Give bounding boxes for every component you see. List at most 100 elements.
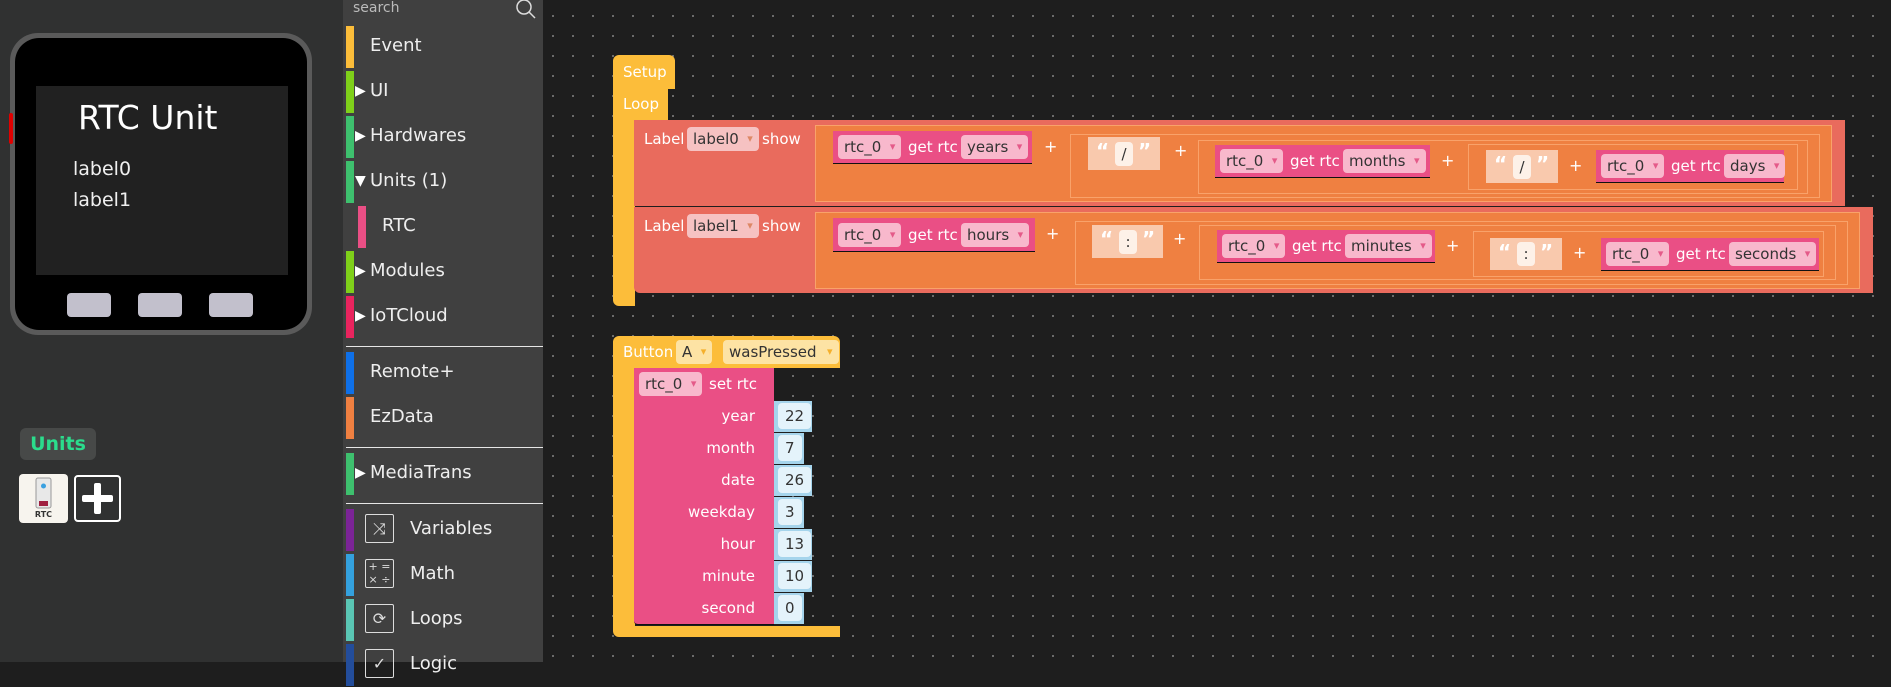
sidebar-item-math[interactable]: + =× ÷ Math — [343, 554, 543, 597]
rtc-field-dropdown[interactable]: seconds — [1729, 242, 1817, 266]
device-panel: RTC Unit label0 label1 Units RTC — [0, 0, 343, 662]
device-button-a[interactable] — [67, 293, 111, 317]
text-literal-input[interactable]: : — [1119, 230, 1137, 254]
device-button-c[interactable] — [209, 293, 253, 317]
rtc-object-dropdown[interactable]: rtc_0 — [838, 223, 902, 247]
sidebar-item-remote[interactable]: Remote+ — [343, 352, 543, 395]
text-literal-block[interactable]: “ / ” — [1088, 137, 1160, 170]
rtc-unit-tile[interactable]: RTC — [19, 474, 68, 523]
rtc-field-dropdown[interactable]: years — [961, 135, 1029, 159]
add-unit-button[interactable] — [74, 475, 121, 522]
rtc-unit-label: RTC — [34, 510, 53, 519]
sidebar-item-hardwares[interactable]: ▶ Hardwares — [343, 116, 543, 159]
sidebar-item-variables[interactable]: ⤨ Variables — [343, 509, 543, 552]
expand-arrow-icon: ▶ — [355, 128, 366, 144]
power-led — [9, 113, 13, 144]
number-input[interactable]: 22 — [778, 403, 812, 429]
screen-title[interactable]: RTC Unit — [78, 98, 218, 137]
number-block[interactable]: 22 — [774, 401, 812, 432]
rtc-set-block[interactable]: rtc_0 set rtc — [634, 368, 774, 625]
join-plus: + — [1044, 137, 1058, 156]
number-block[interactable]: 0 — [774, 593, 804, 624]
setup-block[interactable]: Setup — [613, 55, 675, 89]
sidebar-item-rtc[interactable]: RTC — [343, 206, 543, 249]
sidebar-item-event[interactable]: Event — [343, 26, 543, 69]
sidebar-divider — [346, 447, 543, 448]
expand-arrow-icon: ▶ — [355, 263, 366, 279]
sidebar-item-iotcloud[interactable]: ▶ IoTCloud — [343, 296, 543, 339]
join-plus: + — [1569, 156, 1583, 175]
rtc-field-dropdown[interactable]: minutes — [1345, 234, 1432, 258]
number-block[interactable]: 3 — [774, 497, 804, 528]
block-workspace[interactable] — [543, 0, 1891, 662]
rtc-get-block[interactable]: rtc_0 get rtc hours — [833, 218, 1035, 252]
join-plus: + — [1573, 243, 1587, 262]
screen-label1[interactable]: label1 — [73, 189, 132, 211]
rtc-unit-icon — [35, 477, 52, 509]
collapse-arrow-icon: ▼ — [355, 173, 366, 189]
rtc-field-dropdown[interactable]: months — [1343, 149, 1426, 173]
label-dropdown[interactable]: label0 — [687, 127, 759, 151]
join-plus: + — [1441, 151, 1455, 170]
sidebar-divider — [346, 346, 543, 347]
search-input[interactable]: search — [353, 0, 400, 16]
button-event-arm — [613, 366, 635, 626]
rtc-get-block[interactable]: rtc_0 get rtc days — [1596, 150, 1786, 183]
number-block[interactable]: 13 — [774, 529, 812, 560]
plus-icon — [82, 483, 113, 514]
screen-label0[interactable]: label0 — [73, 158, 132, 180]
set-rtc-field-label: weekday — [687, 503, 755, 521]
number-block[interactable]: 26 — [774, 465, 812, 496]
button-event-block[interactable]: Button A wasPressed — [613, 336, 840, 368]
expand-arrow-icon: ▶ — [355, 308, 366, 324]
rtc-field-dropdown[interactable]: days — [1724, 154, 1786, 178]
number-input[interactable]: 26 — [778, 467, 812, 493]
rtc-get-block[interactable]: rtc_0 get rtc minutes — [1217, 230, 1435, 263]
event-dropdown[interactable]: wasPressed — [723, 340, 839, 364]
text-literal-block[interactable]: “ : ” — [1490, 238, 1562, 270]
button-dropdown[interactable]: A — [676, 340, 713, 364]
number-input[interactable]: 13 — [778, 531, 812, 557]
rtc-object-dropdown[interactable]: rtc_0 — [639, 372, 703, 396]
button-event-footer — [613, 626, 840, 637]
number-block[interactable]: 10 — [774, 561, 812, 592]
expand-arrow-icon: ▶ — [355, 465, 366, 481]
text-literal-input[interactable]: / — [1513, 155, 1531, 179]
rtc-object-dropdown[interactable]: rtc_0 — [1222, 234, 1286, 258]
sidebar-item-modules[interactable]: ▶ Modules — [343, 251, 543, 294]
text-literal-input[interactable]: / — [1115, 142, 1133, 166]
number-input[interactable]: 3 — [778, 499, 802, 525]
label-dropdown[interactable]: label1 — [687, 214, 759, 238]
check-icon: ✓ — [365, 649, 394, 678]
rtc-get-block[interactable]: rtc_0 get rtc months — [1215, 145, 1430, 178]
units-badge: Units — [20, 428, 96, 460]
join-plus: + — [1173, 229, 1187, 248]
device-button-b[interactable] — [138, 293, 182, 317]
set-rtc-field-label: hour — [720, 535, 755, 553]
rtc-object-dropdown[interactable]: rtc_0 — [838, 135, 902, 159]
sidebar-item-units[interactable]: ▼ Units (1) — [343, 161, 543, 204]
join-plus: + — [1174, 141, 1188, 160]
rtc-get-block[interactable]: rtc_0 get rtc seconds — [1601, 238, 1819, 271]
number-input[interactable]: 0 — [778, 595, 802, 621]
rtc-field-dropdown[interactable]: hours — [961, 223, 1030, 247]
loop-arm — [613, 118, 635, 306]
sidebar-item-logic[interactable]: ✓ Logic — [343, 644, 543, 687]
sidebar-item-ui[interactable]: ▶ UI — [343, 71, 543, 114]
text-literal-block[interactable]: “ / ” — [1486, 150, 1558, 183]
sidebar-item-mediatrans[interactable]: ▶ MediaTrans — [343, 453, 543, 496]
rtc-object-dropdown[interactable]: rtc_0 — [1220, 149, 1284, 173]
number-input[interactable]: 10 — [778, 563, 812, 589]
text-literal-input[interactable]: : — [1517, 242, 1535, 266]
sidebar-item-ezdata[interactable]: EzData — [343, 397, 543, 440]
loop-block[interactable]: Loop — [613, 88, 668, 120]
sidebar-item-loops[interactable]: ⟳ Loops — [343, 599, 543, 642]
rtc-object-dropdown[interactable]: rtc_0 — [1606, 242, 1670, 266]
number-input[interactable]: 7 — [778, 435, 802, 461]
text-literal-block[interactable]: “ : ” — [1092, 225, 1163, 258]
number-block[interactable]: 7 — [774, 433, 804, 464]
rtc-get-block[interactable]: rtc_0 get rtc years — [833, 131, 1032, 164]
search-icon[interactable] — [515, 0, 537, 20]
join-plus: + — [1446, 236, 1460, 255]
rtc-object-dropdown[interactable]: rtc_0 — [1601, 154, 1665, 178]
